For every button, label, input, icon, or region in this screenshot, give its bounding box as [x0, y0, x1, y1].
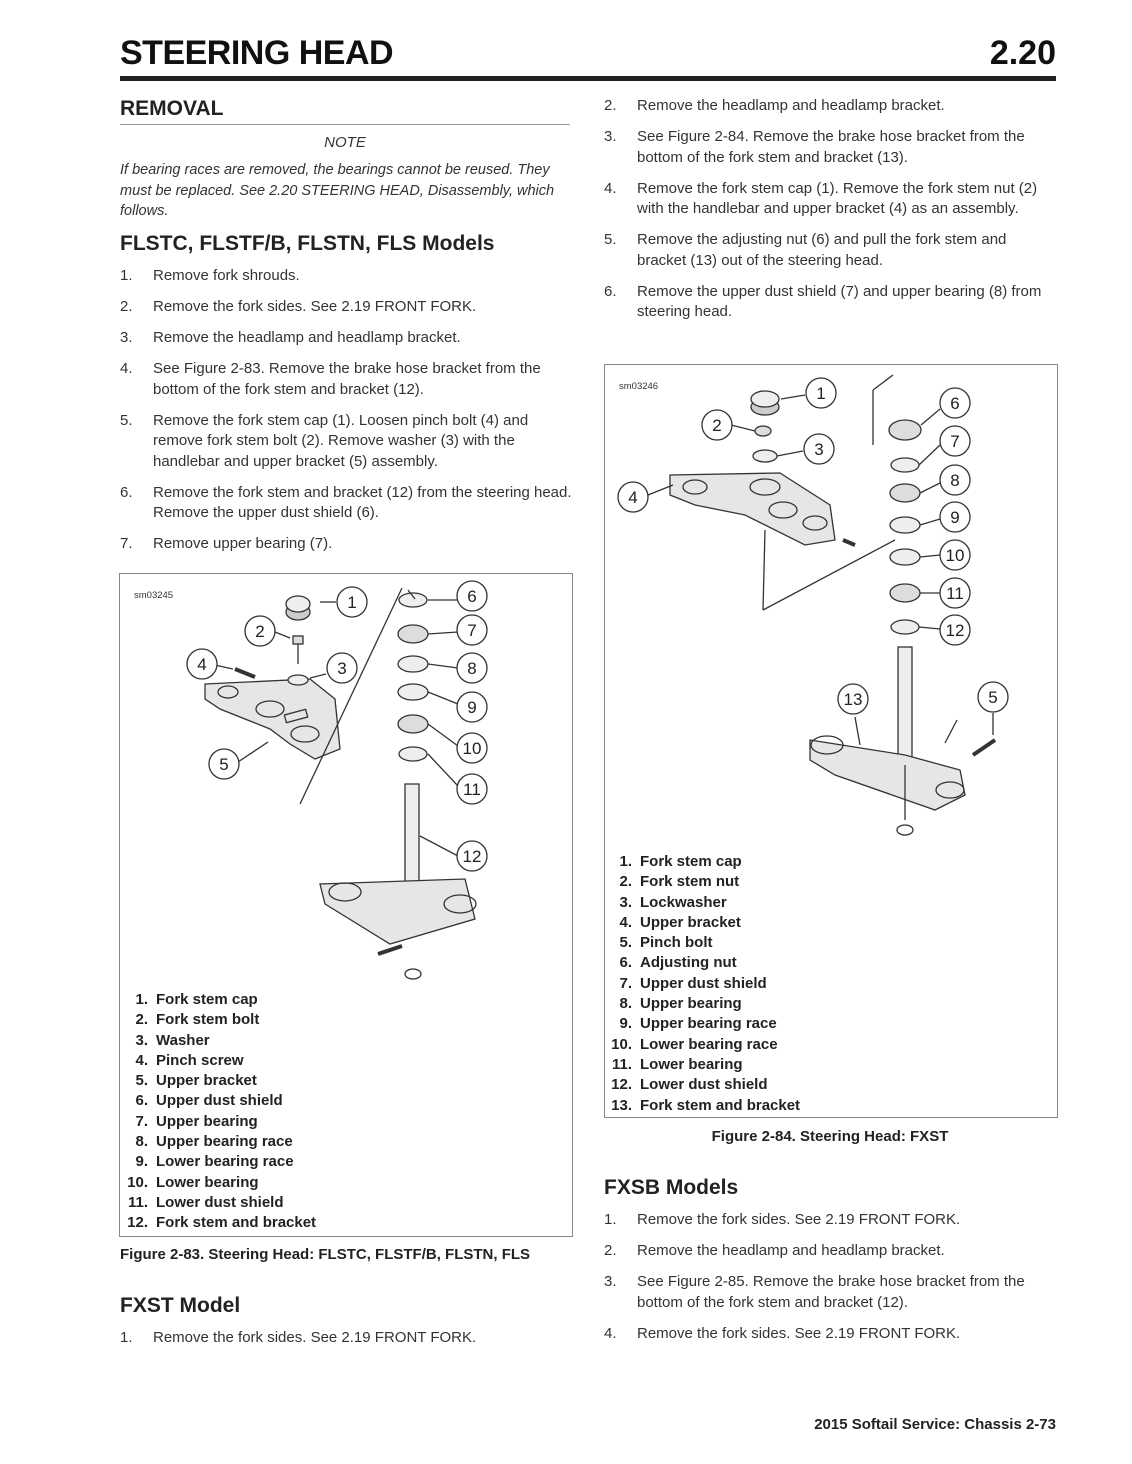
- callout-5: 5: [219, 755, 228, 774]
- header-rule: [120, 76, 1056, 81]
- legend-item: 10.Lower bearing: [127, 1173, 259, 1191]
- list-item: 1.Remove the fork sides. See 2.19 FRONT …: [604, 1211, 961, 1228]
- exploded-diagram: 1 2 3 4 5 6 7 8 9 10 11 12: [186, 580, 488, 980]
- fxst-steps-left: 1.Remove the fork sides. See 2.19 FRONT …: [120, 1328, 572, 1359]
- list-item: 2.Remove the headlamp and headlamp brack…: [604, 1242, 945, 1259]
- list-item: 2.Remove the fork sides. See 2.19 FRONT …: [120, 298, 477, 315]
- list-item: 4.Remove the fork sides. See 2.19 FRONT …: [604, 1324, 961, 1342]
- callout-10: 10: [463, 739, 482, 758]
- list-item: 5.Remove the adjusting nut (6) and pull …: [604, 231, 1007, 269]
- legend-item: 4.Pinch screw: [135, 1051, 244, 1069]
- callout-4: 4: [628, 488, 637, 507]
- legend-item: 4.Upper bracket: [619, 913, 741, 931]
- fxst-heading: FXST Model: [120, 1294, 241, 1317]
- callout-6: 6: [467, 587, 476, 606]
- legend-item: 9.Lower bearing race: [135, 1153, 294, 1171]
- legend-item: 6.Adjusting nut: [619, 954, 737, 972]
- list-item: 4.See Figure 2-83. Remove the brake hose…: [120, 360, 541, 398]
- callout-7: 7: [950, 432, 959, 451]
- flstc-steps: 1.Remove fork shrouds. 2.Remove the fork…: [120, 266, 572, 565]
- list-item: 6.Remove the upper dust shield (7) and u…: [604, 282, 1042, 321]
- callout-8: 8: [467, 659, 476, 678]
- callout-3: 3: [337, 659, 346, 678]
- figure-2-83-caption: Figure 2-83. Steering Head: FLSTC, FLSTF…: [120, 1246, 531, 1263]
- legend-item: 11.Lower bearing: [611, 1055, 743, 1073]
- legend-item: 10.Lower bearing race: [611, 1035, 778, 1053]
- fxst-steps-right: 2.Remove the headlamp and headlamp brack…: [604, 96, 1056, 333]
- callout-7: 7: [467, 621, 476, 640]
- legend-item: 5.Pinch bolt: [619, 934, 713, 952]
- legend-item: 2.Fork stem bolt: [135, 1011, 260, 1029]
- callout-13: 13: [844, 690, 863, 709]
- callout-2: 2: [255, 622, 264, 641]
- legend-item: 1.Fork stem cap: [619, 853, 742, 870]
- page-title: STEERING HEAD: [120, 34, 394, 72]
- legend-item: 7.Upper bearing: [135, 1112, 258, 1130]
- fxsb-heading: FXSB Models: [604, 1176, 739, 1199]
- callout-8: 8: [950, 471, 959, 490]
- callout-11: 11: [946, 584, 964, 603]
- removal-heading: REMOVAL: [120, 97, 224, 120]
- legend-item: 11.Lower dust shield: [127, 1193, 284, 1211]
- legend-item: 3.Washer: [135, 1031, 210, 1049]
- callout-12: 12: [946, 621, 965, 640]
- callout-2: 2: [712, 416, 721, 435]
- list-item: 4.Remove the fork stem cap (1). Remove t…: [604, 179, 1038, 218]
- list-item: 1.Remove fork shrouds.: [120, 267, 300, 284]
- note-label: NOTE: [324, 134, 366, 151]
- legend-item: 6.Upper dust shield: [135, 1092, 283, 1110]
- legend-item: 8.Upper bearing: [619, 995, 742, 1013]
- legend-item: 9.Upper bearing race: [619, 1015, 777, 1033]
- callout-6: 6: [950, 394, 959, 413]
- legend-item: 7.Upper dust shield: [619, 974, 767, 992]
- note-text: If bearing races are removed, the bearin…: [120, 162, 555, 219]
- page-footer: 2015 Softail Service: Chassis 2-73: [814, 1416, 1056, 1433]
- fxsb-steps: 1.Remove the fork sides. See 2.19 FRONT …: [604, 1210, 1056, 1355]
- callout-1: 1: [347, 593, 356, 612]
- figure-code: sm03246: [619, 381, 659, 392]
- list-item: 3.See Figure 2-84. Remove the brake hose…: [604, 128, 1025, 166]
- legend-item: 1.Fork stem cap: [135, 991, 258, 1008]
- exploded-diagram: 1 2 3 4 5 6 7 8 9 10 11 12 13: [617, 374, 1009, 836]
- legend-item: 13.Fork stem and bracket: [611, 1096, 801, 1114]
- callout-4: 4: [197, 655, 206, 674]
- figure-2-83: sm03245: [119, 573, 573, 1237]
- list-item: 7.Remove upper bearing (7).: [120, 535, 333, 552]
- flstc-heading: FLSTC, FLSTF/B, FLSTN, FLS Models: [120, 232, 495, 255]
- figure-code: sm03245: [134, 590, 174, 601]
- callout-3: 3: [814, 440, 823, 459]
- list-item: 3.See Figure 2-85. Remove the brake hose…: [604, 1273, 1025, 1311]
- list-item: 6.Remove the fork stem and bracket (12) …: [120, 483, 572, 522]
- callout-1: 1: [816, 384, 825, 403]
- list-item: 2.Remove the headlamp and headlamp brack…: [604, 97, 945, 114]
- callout-10: 10: [946, 546, 965, 565]
- figure-2-84: sm03246: [604, 364, 1058, 1118]
- legend-item: 3.Lockwasher: [619, 893, 727, 911]
- callout-5: 5: [988, 688, 997, 707]
- legend-item: 5.Upper bracket: [135, 1072, 257, 1090]
- callout-12: 12: [463, 847, 482, 866]
- legend-item: 2.Fork stem nut: [619, 873, 740, 891]
- removal-rule: [120, 124, 570, 125]
- list-item: 3.Remove the headlamp and headlamp brack…: [120, 329, 461, 346]
- list-item: 1.Remove the fork sides. See 2.19 FRONT …: [120, 1329, 477, 1346]
- legend-item: 8.Upper bearing race: [135, 1133, 293, 1151]
- legend-item: 12.Lower dust shield: [611, 1076, 768, 1094]
- figure-legend: 1.Fork stem cap 2.Fork stem bolt 3.Washe…: [120, 990, 316, 1234]
- callout-9: 9: [467, 698, 476, 717]
- figure-legend: 1.Fork stem cap 2.Fork stem nut 3.Lockwa…: [604, 852, 800, 1116]
- section-number: 2.20: [989, 34, 1056, 72]
- callout-9: 9: [950, 508, 959, 527]
- figure-2-84-caption: Figure 2-84. Steering Head: FXST: [711, 1128, 949, 1145]
- callout-11: 11: [463, 780, 481, 799]
- list-item: 5.Remove the fork stem cap (1). Loosen p…: [120, 411, 529, 470]
- legend-item: 12.Fork stem and bracket: [127, 1214, 317, 1232]
